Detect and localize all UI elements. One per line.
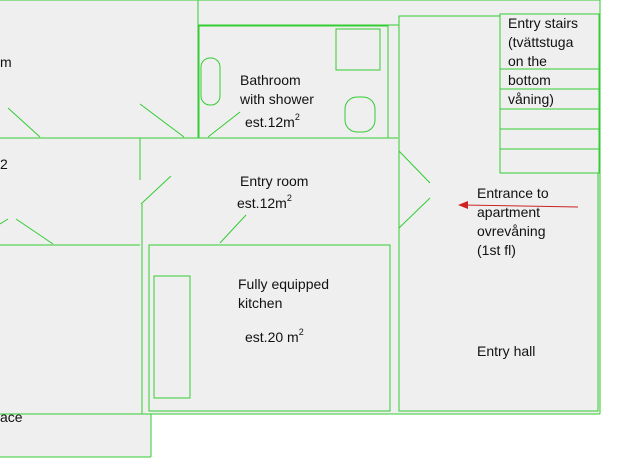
- door-swing: [219, 214, 247, 244]
- arrow-left-icon: [458, 201, 579, 209]
- arrow-head: [458, 201, 468, 209]
- bathroom-area-value: est.12m: [245, 114, 295, 130]
- walls: [0, 0, 601, 458]
- left-bottom-strip: [0, 414, 151, 457]
- entrance-line1: Entrance to: [477, 185, 549, 201]
- entrance-line3: ovrevåning: [477, 223, 546, 239]
- bathroom-area: est.12m2: [245, 113, 300, 132]
- entrance-label: Entrance to apartment ovrevåning (1st fl…: [477, 184, 549, 260]
- left-room-top-label: m: [0, 54, 12, 70]
- stairs-line1: Entry stairs: [508, 15, 579, 31]
- kitchen-label: Fully equipped kitchen: [238, 275, 329, 313]
- toilet-icon: [200, 57, 221, 106]
- door-swing: [398, 150, 431, 184]
- stairs-line5: våning): [508, 91, 554, 107]
- stairs-label: Entry stairs (tvättstuga on the bottom v…: [508, 14, 578, 109]
- entry-room-area-value: est.12m: [237, 195, 287, 211]
- stairs-line4: bottom: [508, 72, 551, 88]
- door-swing: [0, 218, 9, 225]
- door-swing: [15, 218, 54, 245]
- bathroom-name-line1: Bathroom: [240, 72, 301, 88]
- entry-room-area-unit: 2: [286, 193, 292, 204]
- door-swing: [139, 103, 185, 138]
- door-swing: [207, 111, 241, 138]
- toilet-icon: [344, 96, 376, 133]
- entry-room-area: est.12m2: [237, 194, 292, 213]
- entry-room-label: Entry room: [240, 173, 309, 189]
- entrance-line4: (1st fl): [477, 242, 516, 258]
- kitchen-name-line2: kitchen: [238, 295, 283, 311]
- kitchen-area-unit: 2: [298, 327, 304, 338]
- left-bottom-label: ace: [0, 409, 23, 425]
- door-swing: [7, 107, 41, 138]
- bathroom-label: Bathroom with shower: [240, 71, 314, 109]
- stairs-box: [499, 13, 600, 174]
- kitchen-area-value: est.20 m: [245, 329, 299, 345]
- bathroom-area-unit: 2: [294, 112, 300, 123]
- stairs-line3: on the: [508, 53, 547, 69]
- kitchen-name-line1: Fully equipped: [238, 276, 330, 292]
- left-room-mid-label: 2: [0, 156, 8, 172]
- sink-icon: [335, 28, 381, 71]
- door-swing: [140, 175, 172, 205]
- counter-icon: [153, 275, 191, 399]
- stairs-line2: (tvättstuga: [508, 34, 574, 50]
- arrow-shaft: [461, 204, 579, 208]
- entry-hall-label: Entry hall: [477, 343, 536, 359]
- stairs-icon: [499, 13, 600, 174]
- door-swing: [398, 197, 431, 229]
- kitchen-area: est.20 m2: [245, 328, 304, 347]
- bathroom-name-line2: with shower: [240, 91, 314, 107]
- entrance-line2: apartment: [477, 204, 541, 220]
